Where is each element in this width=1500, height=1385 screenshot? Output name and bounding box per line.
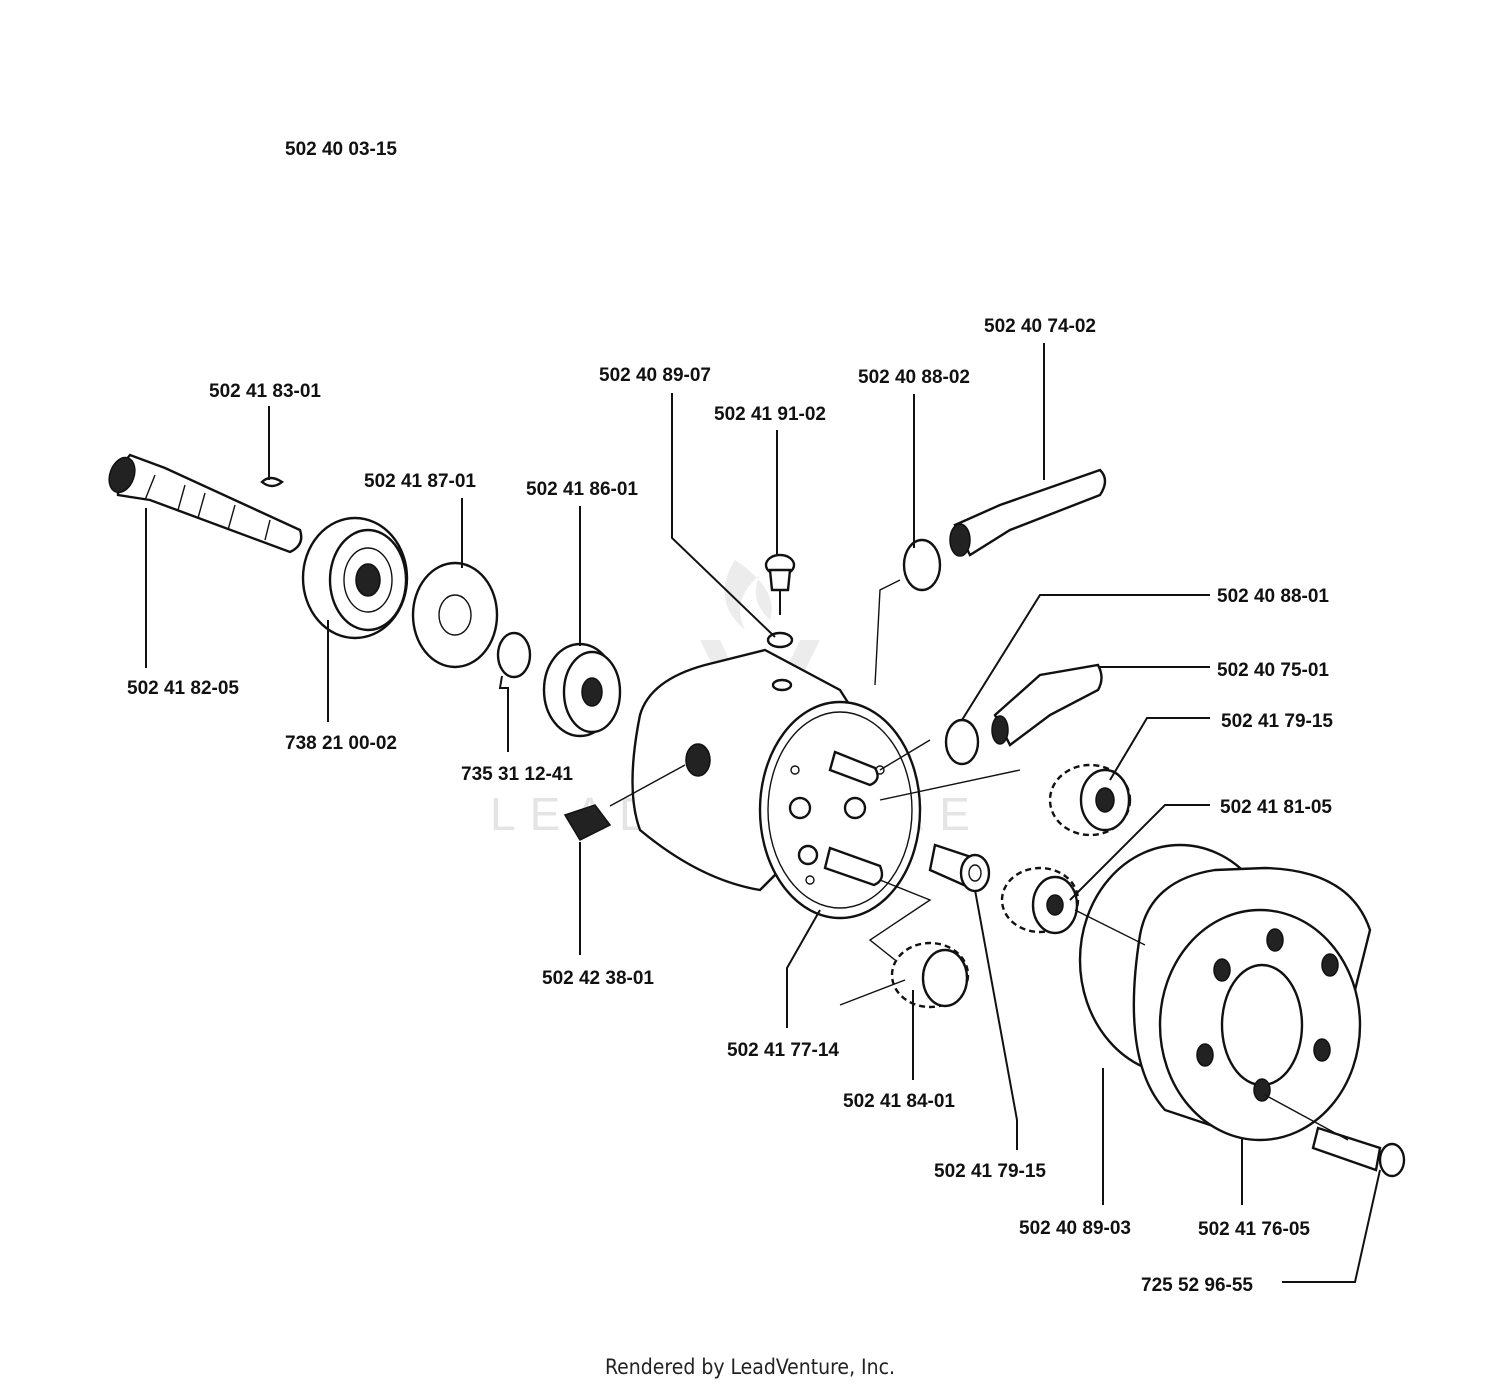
key-part: [260, 476, 285, 488]
plug: [563, 804, 612, 841]
bolt: [1311, 1126, 1406, 1178]
callout-502-42-38-01: 502 42 38-01: [542, 968, 654, 989]
bearing-small: [542, 642, 622, 738]
callout-502-41-87-01: 502 41 87-01: [364, 471, 476, 492]
callout-502-41-77-14: 502 41 77-14: [727, 1040, 839, 1061]
circlip: [496, 631, 532, 679]
pump-housing: [631, 648, 922, 920]
callout-labels: 502 41 83-01 502 40 89-07 502 41 91-02 5…: [127, 316, 1333, 1296]
callout-502-41-79-15-lower: 502 41 79-15: [934, 1161, 1046, 1182]
callout-502-41-91-02: 502 41 91-02: [714, 404, 826, 425]
callout-725-52-96-55: 725 52 96-55: [1141, 1275, 1253, 1296]
callout-735-31-12-41: 735 31 12-41: [461, 764, 573, 785]
washer: [411, 561, 499, 669]
gear-upper: [1048, 763, 1132, 837]
assembly-number: 502 40 03-15: [285, 139, 397, 160]
fitting-lower: [991, 663, 1103, 747]
gear-right: [1000, 866, 1080, 935]
callout-738-21-00-02: 738 21 00-02: [285, 733, 397, 754]
seal-ring-upper: [902, 538, 942, 592]
callout-502-41-79-15-upper: 502 41 79-15: [1221, 711, 1333, 732]
callout-502-40-88-01: 502 40 88-01: [1217, 586, 1329, 607]
callout-502-40-88-02: 502 40 88-02: [858, 367, 970, 388]
end-cover: [1132, 866, 1372, 1142]
callout-502-41-81-05: 502 41 81-05: [1220, 797, 1332, 818]
bushing: [928, 843, 991, 893]
bearing-large: [301, 516, 409, 640]
callout-502-41-76-05: 502 41 76-05: [1198, 1219, 1310, 1240]
callout-502-41-82-05: 502 41 82-05: [127, 678, 239, 699]
callout-502-40-89-03: 502 40 89-03: [1019, 1218, 1131, 1239]
callout-502-41-84-01: 502 41 84-01: [843, 1091, 955, 1112]
gear-lower: [890, 941, 970, 1009]
adjust-screw: [764, 553, 796, 615]
shaft-part: [108, 453, 303, 554]
seal-ring-lower: [944, 718, 980, 766]
footer-credit: Rendered by LeadVenture, Inc.: [605, 1355, 895, 1379]
leader-lines: [145, 343, 1381, 1283]
fitting-upper: [949, 468, 1107, 557]
callout-502-40-89-07: 502 40 89-07: [599, 365, 711, 386]
callout-502-41-86-01: 502 41 86-01: [526, 479, 638, 500]
callout-502-40-75-01: 502 40 75-01: [1217, 660, 1329, 681]
callout-502-40-74-02: 502 40 74-02: [984, 316, 1096, 337]
callout-502-41-83-01: 502 41 83-01: [209, 381, 321, 402]
